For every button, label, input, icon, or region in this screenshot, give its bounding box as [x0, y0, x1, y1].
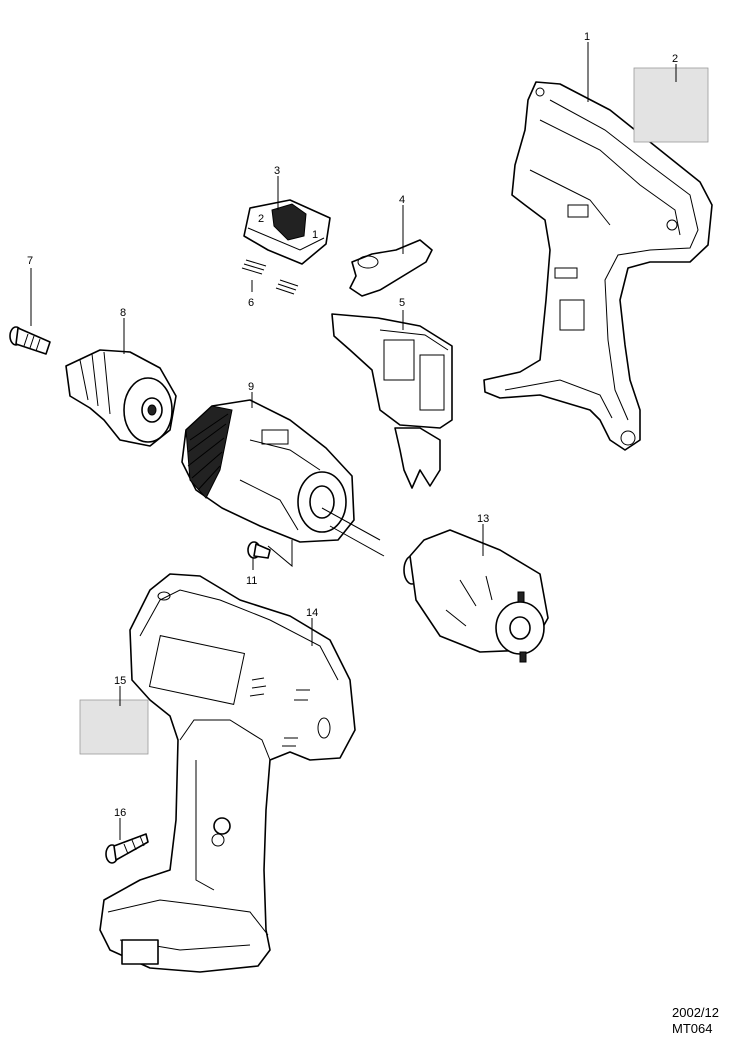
- diagram-date: 2002/12: [672, 1005, 719, 1020]
- part-3-switch-lever: 2 1: [243, 199, 331, 265]
- callout-15: 15: [114, 675, 126, 687]
- callout-5: 5: [399, 297, 405, 309]
- callout-6: 6: [248, 297, 254, 309]
- part-2-label: [633, 67, 709, 143]
- svg-text:2: 2: [258, 213, 264, 225]
- diagram-code: MT064: [672, 1021, 713, 1036]
- callout-11: 11: [246, 575, 257, 587]
- part-6-springs: [241, 259, 299, 295]
- callout-16: 16: [114, 807, 126, 819]
- part-8-chuck: [65, 349, 177, 447]
- callout-8: 8: [120, 307, 126, 319]
- part-7-screw: [9, 326, 51, 355]
- callout-4: 4: [399, 194, 405, 206]
- svg-text:1: 1: [312, 229, 318, 241]
- callout-labels: 1 2 3 4 5 6 7 8 9 11 13 14 15 16: [27, 31, 678, 819]
- part-4-lever: [349, 239, 433, 297]
- part-5-switch: [331, 313, 453, 489]
- callout-14: 14: [306, 607, 318, 619]
- callout-7: 7: [27, 255, 33, 267]
- callout-3: 3: [274, 165, 280, 177]
- callout-1: 1: [584, 31, 590, 43]
- part-9-gear-assembly: [181, 399, 355, 543]
- callout-13: 13: [477, 513, 489, 525]
- leader-lines: [30, 42, 677, 840]
- part-14-housing: [99, 573, 356, 973]
- part-1-housing: [483, 81, 713, 451]
- part-13-motor: [403, 529, 549, 663]
- diagram-footer: 2002/12 MT064: [672, 1005, 719, 1037]
- part-11-screw: [247, 541, 271, 559]
- part-15-label: [79, 699, 149, 755]
- callout-9: 9: [248, 381, 254, 393]
- callout-2: 2: [672, 53, 678, 65]
- part-16-screw: [105, 833, 149, 864]
